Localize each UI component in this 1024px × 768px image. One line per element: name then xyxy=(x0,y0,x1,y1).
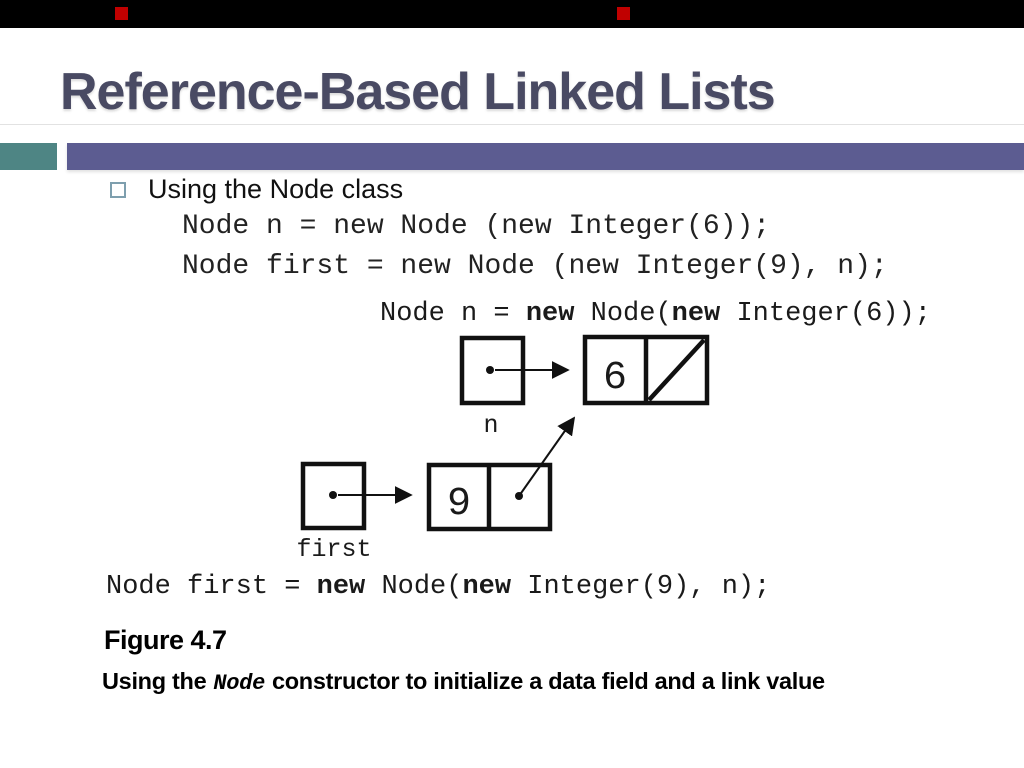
red-accent-square-icon xyxy=(617,7,630,20)
pointer-dot xyxy=(486,366,494,374)
slide-title: Reference-Based Linked Lists xyxy=(60,63,776,121)
teal-accent-block xyxy=(0,143,57,170)
title-underline xyxy=(0,124,1024,125)
caption-code-word: Node xyxy=(213,671,265,696)
null-diagonal-icon xyxy=(647,338,706,402)
bullet-text: Using the Node class xyxy=(148,174,404,204)
red-accent-square-icon xyxy=(115,7,128,20)
label-first: first xyxy=(296,535,371,564)
square-bullet-icon xyxy=(110,181,126,198)
code-line-1: Node n = new Node (new Integer(6)); xyxy=(182,211,771,242)
caption-text-pre: Using the xyxy=(102,668,207,694)
pointer-dot xyxy=(329,491,337,499)
code-line-2: Node first = new Node (new Integer(9), n… xyxy=(182,251,888,282)
arrow-node9-to-node6 xyxy=(518,416,576,497)
label-n: n xyxy=(483,411,498,440)
bullet-item: Using the Node class xyxy=(110,174,403,205)
node-6-value: 6 xyxy=(603,356,627,401)
figure-statement-top: Node n = new Node(new Integer(6)); xyxy=(380,299,931,329)
caption-text-post: constructor to initialize a data field a… xyxy=(271,668,825,694)
purple-accent-bar xyxy=(67,143,1024,170)
top-banner xyxy=(0,0,1024,28)
node-9-value: 9 xyxy=(447,482,471,527)
figure-number: Figure 4.7 xyxy=(104,625,227,655)
figure-statement-bottom: Node first = new Node(new Integer(9), n)… xyxy=(106,572,770,602)
